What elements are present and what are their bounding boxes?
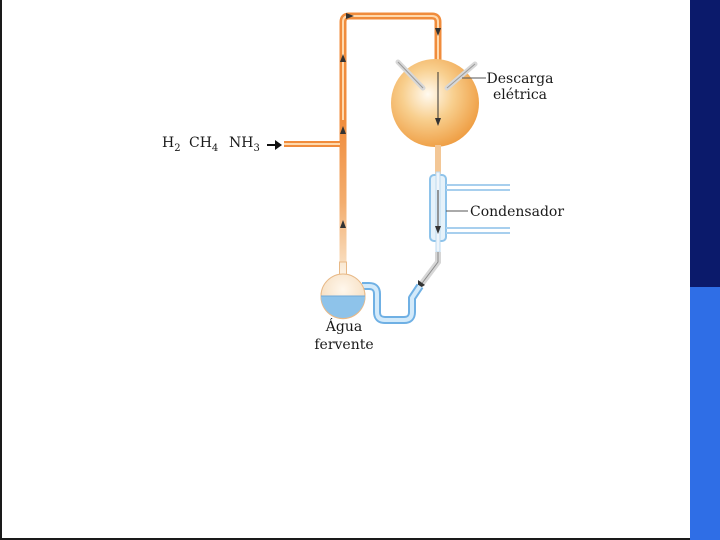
frame-bottom-border (0, 538, 720, 540)
return-tube (417, 252, 441, 289)
ch4-text: CH (189, 135, 212, 151)
top-tube (339, 12, 442, 285)
flow-arrow-right-down (435, 28, 441, 36)
gas-label-nh3: NH3 (229, 135, 260, 157)
inlet-arrow-icon (267, 140, 282, 150)
nh3-text: NH (229, 135, 254, 151)
u-trap (362, 282, 424, 324)
gas-label-h2: H2 (162, 135, 181, 157)
h2-text: H (162, 135, 175, 151)
boiling-water-label: Água fervente (308, 318, 380, 354)
ch4-subscript: 4 (211, 142, 219, 154)
gas-inlet-tube (284, 141, 340, 147)
flow-arrow-top (346, 13, 354, 19)
condenser-label: Condensador (470, 204, 565, 220)
flow-arrows-left (340, 54, 346, 228)
h2-subscript: 2 (174, 142, 181, 154)
water-label-line2: fervente (314, 337, 374, 353)
discharge-sphere (391, 59, 479, 147)
discharge-label: Descarga elétrica (484, 71, 556, 103)
frame-left-border (0, 0, 2, 540)
water-label-line1: Água (325, 319, 363, 335)
discharge-label-line1: Descarga (486, 71, 554, 87)
boiling-flask (320, 261, 366, 320)
left-riser-tube (339, 120, 347, 270)
condenser (429, 171, 510, 253)
side-tab (690, 287, 720, 540)
discharge-label-line2: elétrica (492, 87, 548, 103)
gas-label-ch4: CH4 (189, 135, 218, 157)
nh3-subscript: 3 (253, 142, 260, 154)
sphere-neck (435, 145, 441, 175)
